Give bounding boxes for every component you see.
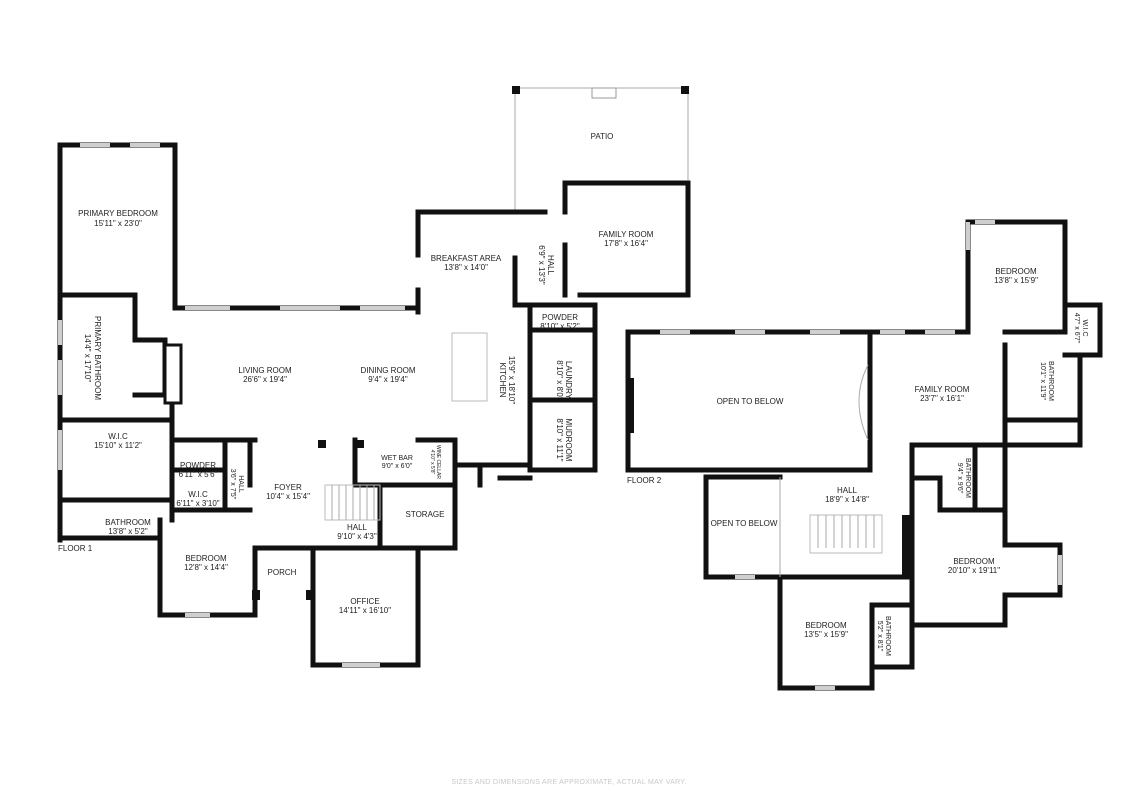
room-dim: 17'8" x 16'4" [604,239,648,248]
room-dim: 13'8" x 5'2" [108,527,148,536]
room-dim: 3'6" x 7'5" [229,469,236,500]
room-name: OPEN TO BELOW [711,519,778,528]
floor2-label: FLOOR 2 [627,476,662,485]
room-dim: 5'2" x 8'1" [876,621,883,652]
room-name: PATIO [591,132,614,141]
floor2-labels: FLOOR 2 OPEN TO BELOW OPEN TO BELOW FAMI… [627,267,1088,656]
floor1-walls [57,86,691,668]
room-dim: 15'10" x 11'2" [94,441,142,450]
room-dim: 15'9" x 18'10" [507,356,516,404]
room-dim: 8'10" x 8'0" [555,360,564,400]
room-name: BATHROOM [1047,361,1054,401]
room-name: PRIMARY BATHROOM [93,316,102,400]
room-name: OPEN TO BELOW [717,397,784,406]
room-dim: 14'4" x 17'10" [83,334,92,382]
room-dim: 6'11" x 3'10" [176,499,219,508]
room-dim: 8'10" x 5'2" [540,322,580,331]
room-name: PORCH [268,568,297,577]
room-name: POWDER [542,313,578,322]
room-name: BEDROOM [805,621,847,630]
room-name: FAMILY ROOM [915,385,970,394]
room-dim: 20'10" x 19'11" [948,566,1000,575]
room-name: STORAGE [406,510,445,519]
room-name: LIVING ROOM [238,366,292,375]
room-name: BATHROOM [964,458,971,498]
room-dim: 12'8" x 14'4" [184,563,228,572]
room-name: W.I.C [1081,319,1088,336]
room-name: BATHROOM [105,518,151,527]
room-name: W.I.C [188,490,208,499]
stairs-floor2 [809,514,883,554]
room-name: DINING ROOM [360,366,415,375]
room-name: KITCHEN [498,362,507,397]
room-name: FOYER [274,483,302,492]
room-dim: 9'0" x 6'0" [382,463,413,470]
room-name: LAUNDRY [564,361,573,400]
room-dim: 9'4" x 9'6" [956,463,963,494]
room-name: OFFICE [350,597,379,606]
room-dim: 4'10" x 5'8" [429,450,435,475]
floor1-label: FLOOR 1 [58,544,93,553]
room-name: HALL [546,255,555,276]
room-name: WINE CELLAR [435,445,441,479]
room-name: BEDROOM [995,267,1037,276]
room-name: W.I.C [108,432,128,441]
room-dim: 14'11" x 16'10" [339,606,391,615]
room-dim: 6'9" x 13'3" [537,245,546,285]
room-name: PRIMARY BEDROOM [78,209,158,218]
room-name: HALL [237,475,244,493]
room-dim: 10'4" x 15'4" [266,492,310,501]
room-dim: 13'8" x 14'0" [444,263,488,272]
room-name: BEDROOM [185,554,227,563]
room-name: POWDER [180,461,216,470]
floor2-walls [625,219,1103,691]
room-dim: 9'4" x 19'4" [368,375,408,384]
room-dim: 13'5" x 15'9" [804,630,848,639]
room-name: BREAKFAST AREA [431,254,502,263]
room-name: HALL [837,486,858,495]
room-dim: 10'1" x 11'9" [1039,362,1046,400]
room-dim: 9'10" x 4'3" [337,532,377,541]
room-dim: 23'7" x 16'1" [920,394,964,403]
floor1-labels: FLOOR 1 PRIMARY BEDROOM 15'11" x 23'0" P… [58,132,654,615]
room-name: HALL [347,523,368,532]
room-name: BEDROOM [953,557,995,566]
room-dim: 26'6" x 19'4" [243,375,287,384]
room-name: WET BAR [381,455,413,462]
room-name: BATHROOM [884,616,891,656]
room-dim: 18'9" x 14'8" [825,495,869,504]
room-dim: 8'10" x 11'1" [555,418,564,461]
stairs-floor1 [324,484,381,521]
room-dim: 13'8" x 15'9" [994,276,1038,285]
room-name: MUDROOM [564,418,573,461]
room-dim: 6'11" x 5'6" [179,470,218,479]
disclaimer: SIZES AND DIMENSIONS ARE APPROXIMATE, AC… [451,779,686,786]
room-dim: 4'7" x 6'7" [1073,313,1080,344]
room-dim: 15'11" x 23'0" [94,219,142,228]
room-name: FAMILY ROOM [599,230,654,239]
